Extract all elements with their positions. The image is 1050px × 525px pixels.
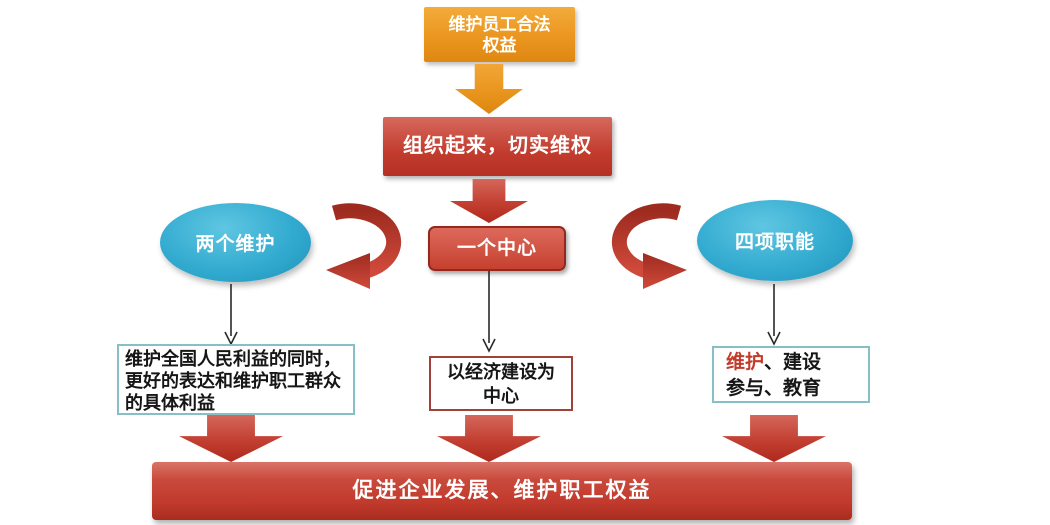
- big-down-arrow-right-icon: [722, 415, 826, 462]
- right-note-box: 维护、建设 参与、教育: [712, 346, 870, 403]
- bottom-result-label: 促进企业发展、维护职工权益: [352, 479, 652, 502]
- top-goal-box: 维护员工合法 权益: [424, 7, 575, 62]
- one-center-label: 一个中心: [456, 238, 537, 259]
- right-note-highlight: 维护: [726, 352, 765, 373]
- big-down-arrow-center-icon: [437, 415, 541, 462]
- bottom-result-bar: 促进企业发展、维护职工权益: [152, 462, 852, 520]
- top-goal-line2: 权益: [482, 35, 517, 55]
- connector-arrow-left-icon: [224, 284, 238, 346]
- left-note-box: 维护全国人民利益的同时， 更好的表达和维护职工群众 的具体利益: [117, 344, 355, 415]
- right-note-line1: 维护、建设: [726, 350, 868, 376]
- left-note-line2: 更好的表达和维护职工群众: [125, 371, 341, 391]
- center-note-line2: 中心: [483, 386, 519, 406]
- down-arrow-orange-icon: [455, 64, 523, 114]
- down-arrow-red-icon: [450, 179, 528, 223]
- right-note-line2: 参与、教育: [726, 378, 822, 399]
- four-functions-ellipse: 四项职能: [697, 200, 853, 281]
- organize-label: 组织起来，切实维权: [403, 135, 592, 157]
- center-note-box: 以经济建设为 中心: [429, 356, 573, 411]
- curved-arrow-right-icon: [611, 203, 687, 289]
- four-functions-label: 四项职能: [734, 232, 815, 253]
- center-note-line1: 以经济建设为: [447, 362, 555, 382]
- two-protections-ellipse: 两个维护: [160, 203, 311, 282]
- organize-box: 组织起来，切实维权: [383, 117, 612, 176]
- left-note-line3: 的具体利益: [125, 393, 215, 413]
- curved-arrow-left-icon: [326, 203, 402, 289]
- big-down-arrow-left-icon: [179, 415, 283, 462]
- left-note-line1: 维护全国人民利益的同时，: [125, 349, 341, 369]
- top-goal-line1: 维护员工合法: [448, 14, 551, 34]
- one-center-box: 一个中心: [428, 226, 566, 271]
- right-note-line1-rest: 、建设: [764, 352, 822, 373]
- connector-arrow-center-icon: [482, 271, 496, 353]
- connector-arrow-right-icon: [767, 284, 781, 346]
- two-protections-label: 两个维护: [195, 234, 276, 255]
